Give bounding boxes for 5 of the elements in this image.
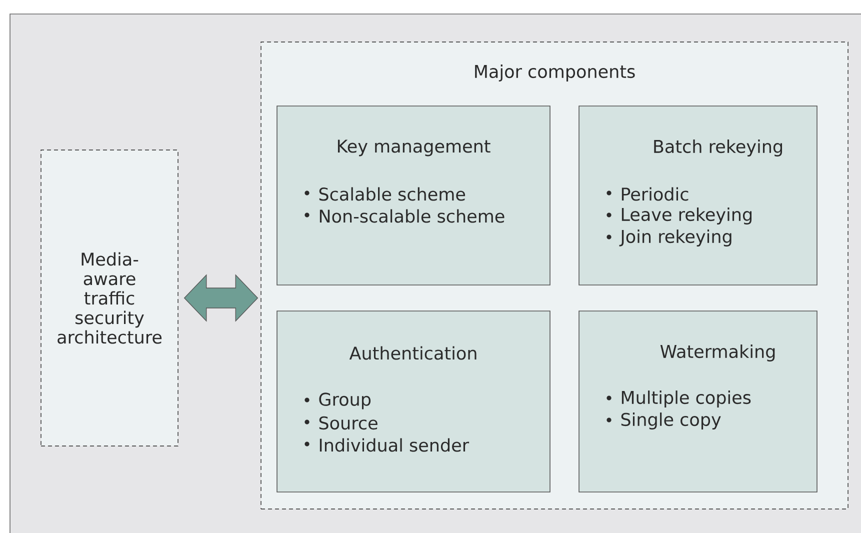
dashed-box: Media-aware traffic security architecture [40,150,178,446]
component-box: Batch rekeying Periodic Leave rekeying Join rekeying [578,106,818,286]
component-box: Key management Scalable scheme Non-scalable scheme [276,106,550,286]
component-box: Watermaking Multiple copies Single copy [578,310,818,492]
component-box: Authentication Group Source Individual sender [276,310,550,492]
